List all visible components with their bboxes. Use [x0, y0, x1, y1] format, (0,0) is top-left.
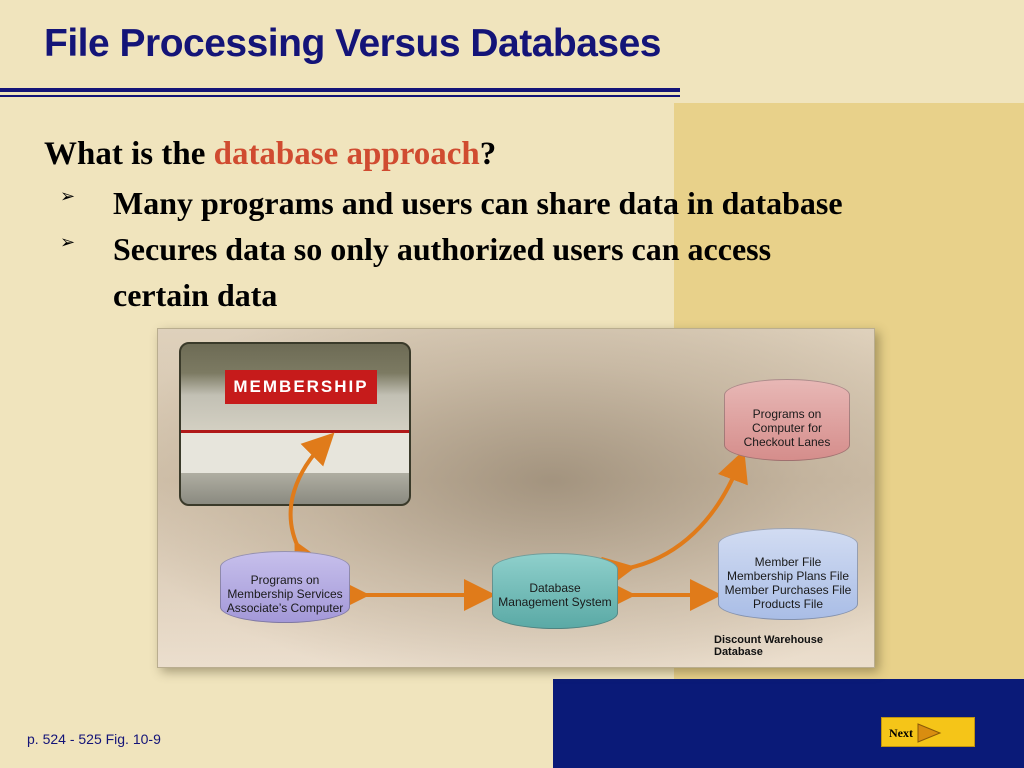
question-highlight: database approach — [213, 136, 480, 172]
cylinder-label: Membership Services — [227, 587, 343, 601]
files-cylinder: Member File Membership Plans File Member… — [718, 528, 858, 620]
cylinder-label: Checkout Lanes — [743, 435, 831, 449]
page-reference: p. 524 - 525 Fig. 10-9 — [27, 731, 161, 747]
membership-sign: MEMBERSHIP — [225, 370, 377, 404]
next-button[interactable]: Next — [881, 717, 975, 747]
cylinder-label: Membership Plans File — [726, 569, 850, 583]
arrow-photo-to-membership — [288, 432, 335, 577]
bullet-text: Secures data so only authorized users ca… — [113, 231, 772, 267]
arrow-right-icon — [917, 723, 942, 743]
question-suffix: ? — [479, 136, 497, 172]
cylinder-label: Database — [529, 581, 581, 595]
question-heading: What is the database approach? — [44, 136, 496, 173]
cylinder-label: Programs on — [250, 573, 320, 587]
title-underline-thin — [0, 95, 680, 97]
membership-programs-cylinder: Programs on Membership Services Associat… — [220, 551, 350, 623]
question-prefix: What is the — [44, 136, 214, 172]
cylinder-label: Programs on — [752, 407, 822, 421]
arrow-bullet-icon: ➢ — [60, 232, 76, 253]
bullet-text-continued: certain data — [113, 277, 278, 313]
slide-title: File Processing Versus Databases — [44, 22, 662, 65]
dbms-cylinder: Database Management System — [492, 553, 618, 629]
data-flow-arrows — [288, 432, 748, 611]
cylinder-label: Member File — [754, 555, 822, 569]
title-underline — [0, 88, 680, 92]
cylinder-label: Computer for — [751, 421, 823, 435]
cylinder-label: Associate’s Computer — [226, 601, 344, 615]
figure-caption: Discount Warehouse Database — [714, 634, 823, 658]
arrow-dbms-to-checkout — [601, 449, 748, 589]
arrow-bullet-icon: ➢ — [60, 186, 76, 207]
next-label: Next — [889, 726, 913, 740]
cylinder-label: Products File — [752, 597, 824, 611]
database-approach-figure: MEMBERSHIP Programs on Computer for Chec… — [157, 328, 875, 668]
checkout-programs-cylinder: Programs on Computer for Checkout Lanes — [724, 379, 850, 461]
cylinder-label: Member Purchases File — [724, 583, 852, 597]
cylinder-label: Management System — [498, 595, 612, 609]
bullet-text: Many programs and users can share data i… — [113, 185, 843, 221]
